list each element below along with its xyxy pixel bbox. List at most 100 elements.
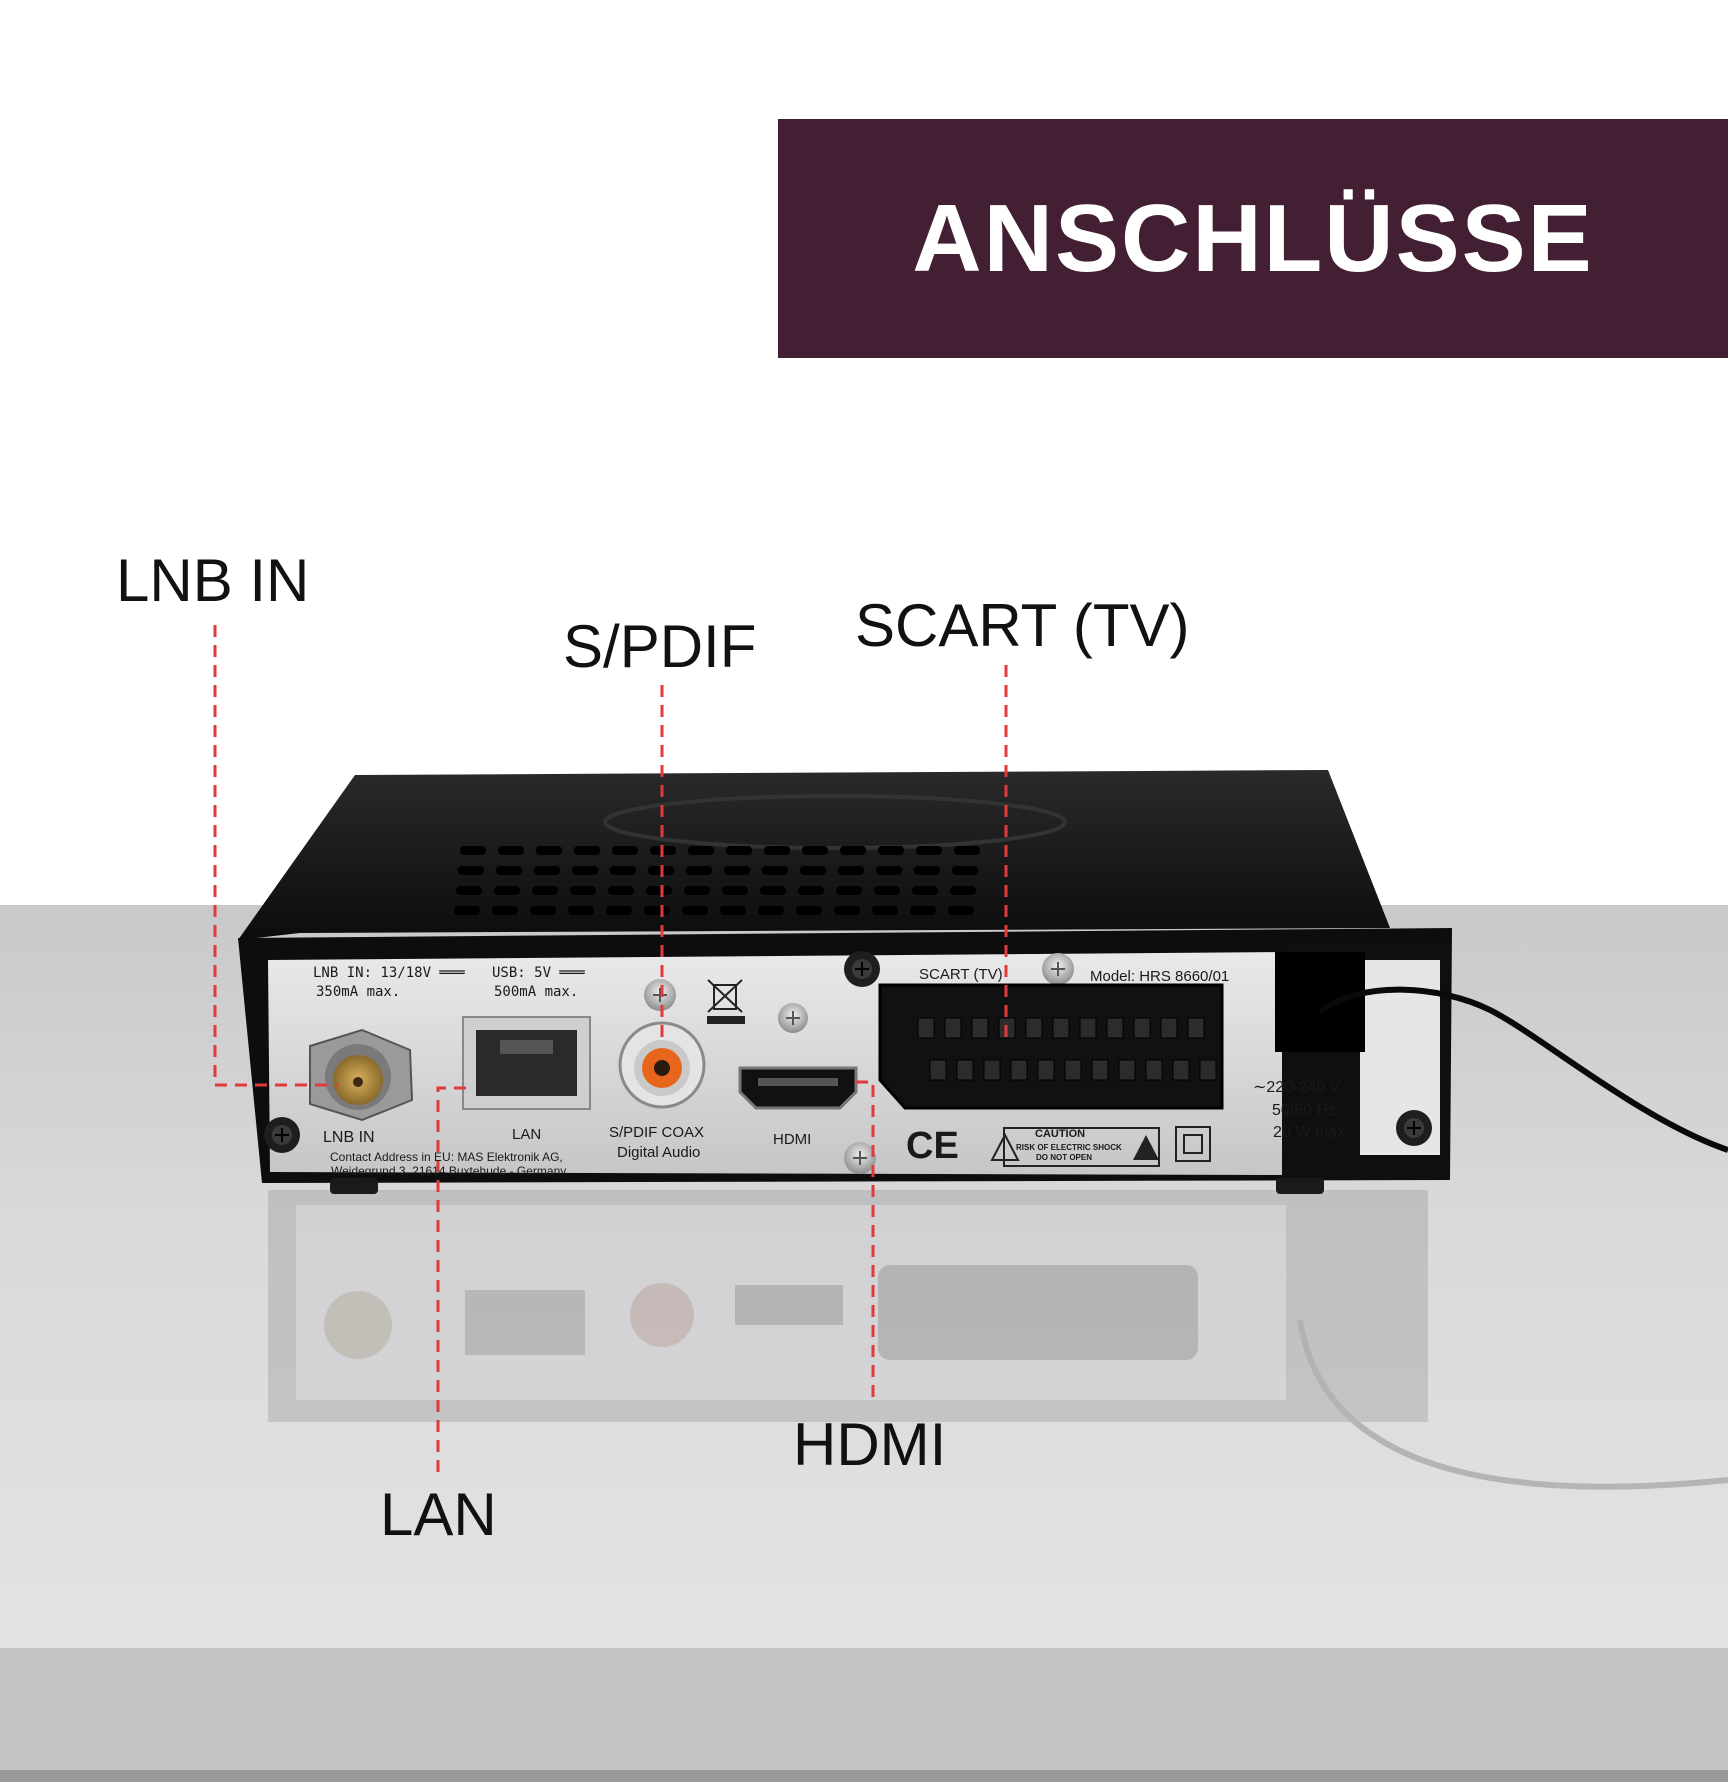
- weee-bin-icon: [707, 979, 745, 1024]
- scart-pin: [1091, 1059, 1109, 1081]
- panel-power-max: 20 W max.: [1273, 1124, 1350, 1141]
- panel-spdif-sublabel: Digital Audio: [617, 1144, 701, 1161]
- vent-slot: [494, 886, 520, 895]
- leader-lnb-in: [213, 625, 338, 1087]
- vent-slot: [912, 886, 938, 895]
- vent-slot: [532, 886, 558, 895]
- vent-slot: [608, 886, 634, 895]
- scart-pin: [944, 1017, 962, 1039]
- vent-slot: [720, 906, 746, 915]
- vent-slot: [530, 906, 556, 915]
- vent-slot: [910, 906, 936, 915]
- screw-icon: [1396, 1110, 1432, 1146]
- scart-pin: [1064, 1059, 1082, 1081]
- vent-slot: [572, 866, 598, 875]
- scart-pin: [1037, 1059, 1055, 1081]
- spdif-coax-port: [618, 1021, 706, 1109]
- panel-hdmi-label: HDMI: [773, 1131, 812, 1148]
- panel-lnb-spec: LNB IN: 13/18V ═══: [313, 965, 465, 981]
- panel-spdif-label: S/PDIF COAX: [609, 1124, 705, 1141]
- vent-slot: [574, 846, 600, 855]
- vent-slot: [454, 906, 480, 915]
- vent-slot: [722, 886, 748, 895]
- section-title: ANSCHLÜSSE: [912, 184, 1594, 292]
- vent-slot: [952, 866, 978, 875]
- screw-icon: [264, 1117, 300, 1153]
- hdmi-port: [738, 1066, 858, 1110]
- vent-slot: [874, 886, 900, 895]
- shelf-edge-line: [0, 1770, 1728, 1782]
- vent-slot: [800, 866, 826, 875]
- vent-slot: [878, 846, 904, 855]
- leader-lan: [436, 1086, 466, 1475]
- screw-icon: [844, 951, 880, 987]
- vent-slot: [760, 886, 786, 895]
- vent-slot: [954, 846, 980, 855]
- vent-slot: [612, 846, 638, 855]
- vent-slot: [606, 906, 632, 915]
- panel-contact-line1: Contact Address in EU: MAS Elektronik AG…: [330, 1150, 563, 1164]
- callout-scart: SCART (TV): [855, 592, 1190, 659]
- vent-slot: [950, 886, 976, 895]
- callout-lnb-in: LNB IN: [116, 547, 310, 614]
- scart-pin: [1010, 1059, 1028, 1081]
- scart-pin: [1199, 1059, 1217, 1081]
- vent-slot: [682, 906, 708, 915]
- vent-slot: [686, 866, 712, 875]
- scart-pin: [1025, 1017, 1043, 1039]
- scart-pin: [1118, 1059, 1136, 1081]
- vent-slot: [456, 886, 482, 895]
- vent-slot: [840, 846, 866, 855]
- scart-port: [878, 983, 1224, 1110]
- panel-power-frequency: 50/60 Hz: [1272, 1102, 1337, 1119]
- vent-slot: [796, 906, 822, 915]
- vent-slot: [536, 846, 562, 855]
- callout-hdmi: HDMI: [793, 1411, 947, 1478]
- vent-slot: [726, 846, 752, 855]
- double-insulation-icon: [1175, 1126, 1211, 1162]
- foot: [1276, 1178, 1324, 1194]
- vent-slot: [838, 866, 864, 875]
- scart-pin: [956, 1059, 974, 1081]
- foot: [330, 1178, 378, 1194]
- vent-slot: [498, 846, 524, 855]
- vent-slot: [644, 906, 670, 915]
- warning-triangle-icon: [990, 1127, 1160, 1167]
- vent-slot: [802, 846, 828, 855]
- brand-logo-emboss: [603, 794, 1067, 850]
- callout-spdif: S/PDIF: [563, 613, 757, 680]
- vent-slot: [876, 866, 902, 875]
- scart-pin: [1079, 1017, 1097, 1039]
- screw-icon: [644, 979, 676, 1011]
- scart-pin: [1160, 1017, 1178, 1039]
- panel-lnb-label: LNB IN: [323, 1129, 375, 1146]
- caution-shock: RISK OF ELECTRIC SHOCK: [1016, 1143, 1122, 1152]
- panel-lnb-current: 350mA max.: [316, 984, 401, 1000]
- lnb-in-connector: [309, 1028, 414, 1122]
- vent-slot: [458, 866, 484, 875]
- screw-icon: [1042, 953, 1074, 985]
- vent-slot: [916, 846, 942, 855]
- panel-usb-current: 500mA max.: [494, 984, 579, 1000]
- device-reflection: [268, 1190, 1728, 1490]
- scart-pin: [1145, 1059, 1163, 1081]
- vent-slot: [914, 866, 940, 875]
- leader-hdmi: [856, 1080, 875, 1405]
- cable-entry: [1275, 952, 1365, 1052]
- panel-power-voltage: ∼220-240 V: [1253, 1079, 1341, 1096]
- shelf-edge: [0, 1648, 1728, 1782]
- vent-slot: [496, 866, 522, 875]
- panel-model-number: Model: HRS 8660/01: [1090, 968, 1230, 985]
- vent-slot: [724, 866, 750, 875]
- scart-pin: [1187, 1017, 1205, 1039]
- vent-slot: [684, 886, 710, 895]
- section-banner: ANSCHLÜSSE: [778, 119, 1728, 358]
- scart-pin: [983, 1059, 1001, 1081]
- scart-pin: [1106, 1017, 1124, 1039]
- panel-usb-spec: USB: 5V ═══: [492, 965, 585, 981]
- ce-mark-icon: CE: [906, 1125, 959, 1167]
- scart-pin: [971, 1017, 989, 1039]
- vent-slot: [836, 886, 862, 895]
